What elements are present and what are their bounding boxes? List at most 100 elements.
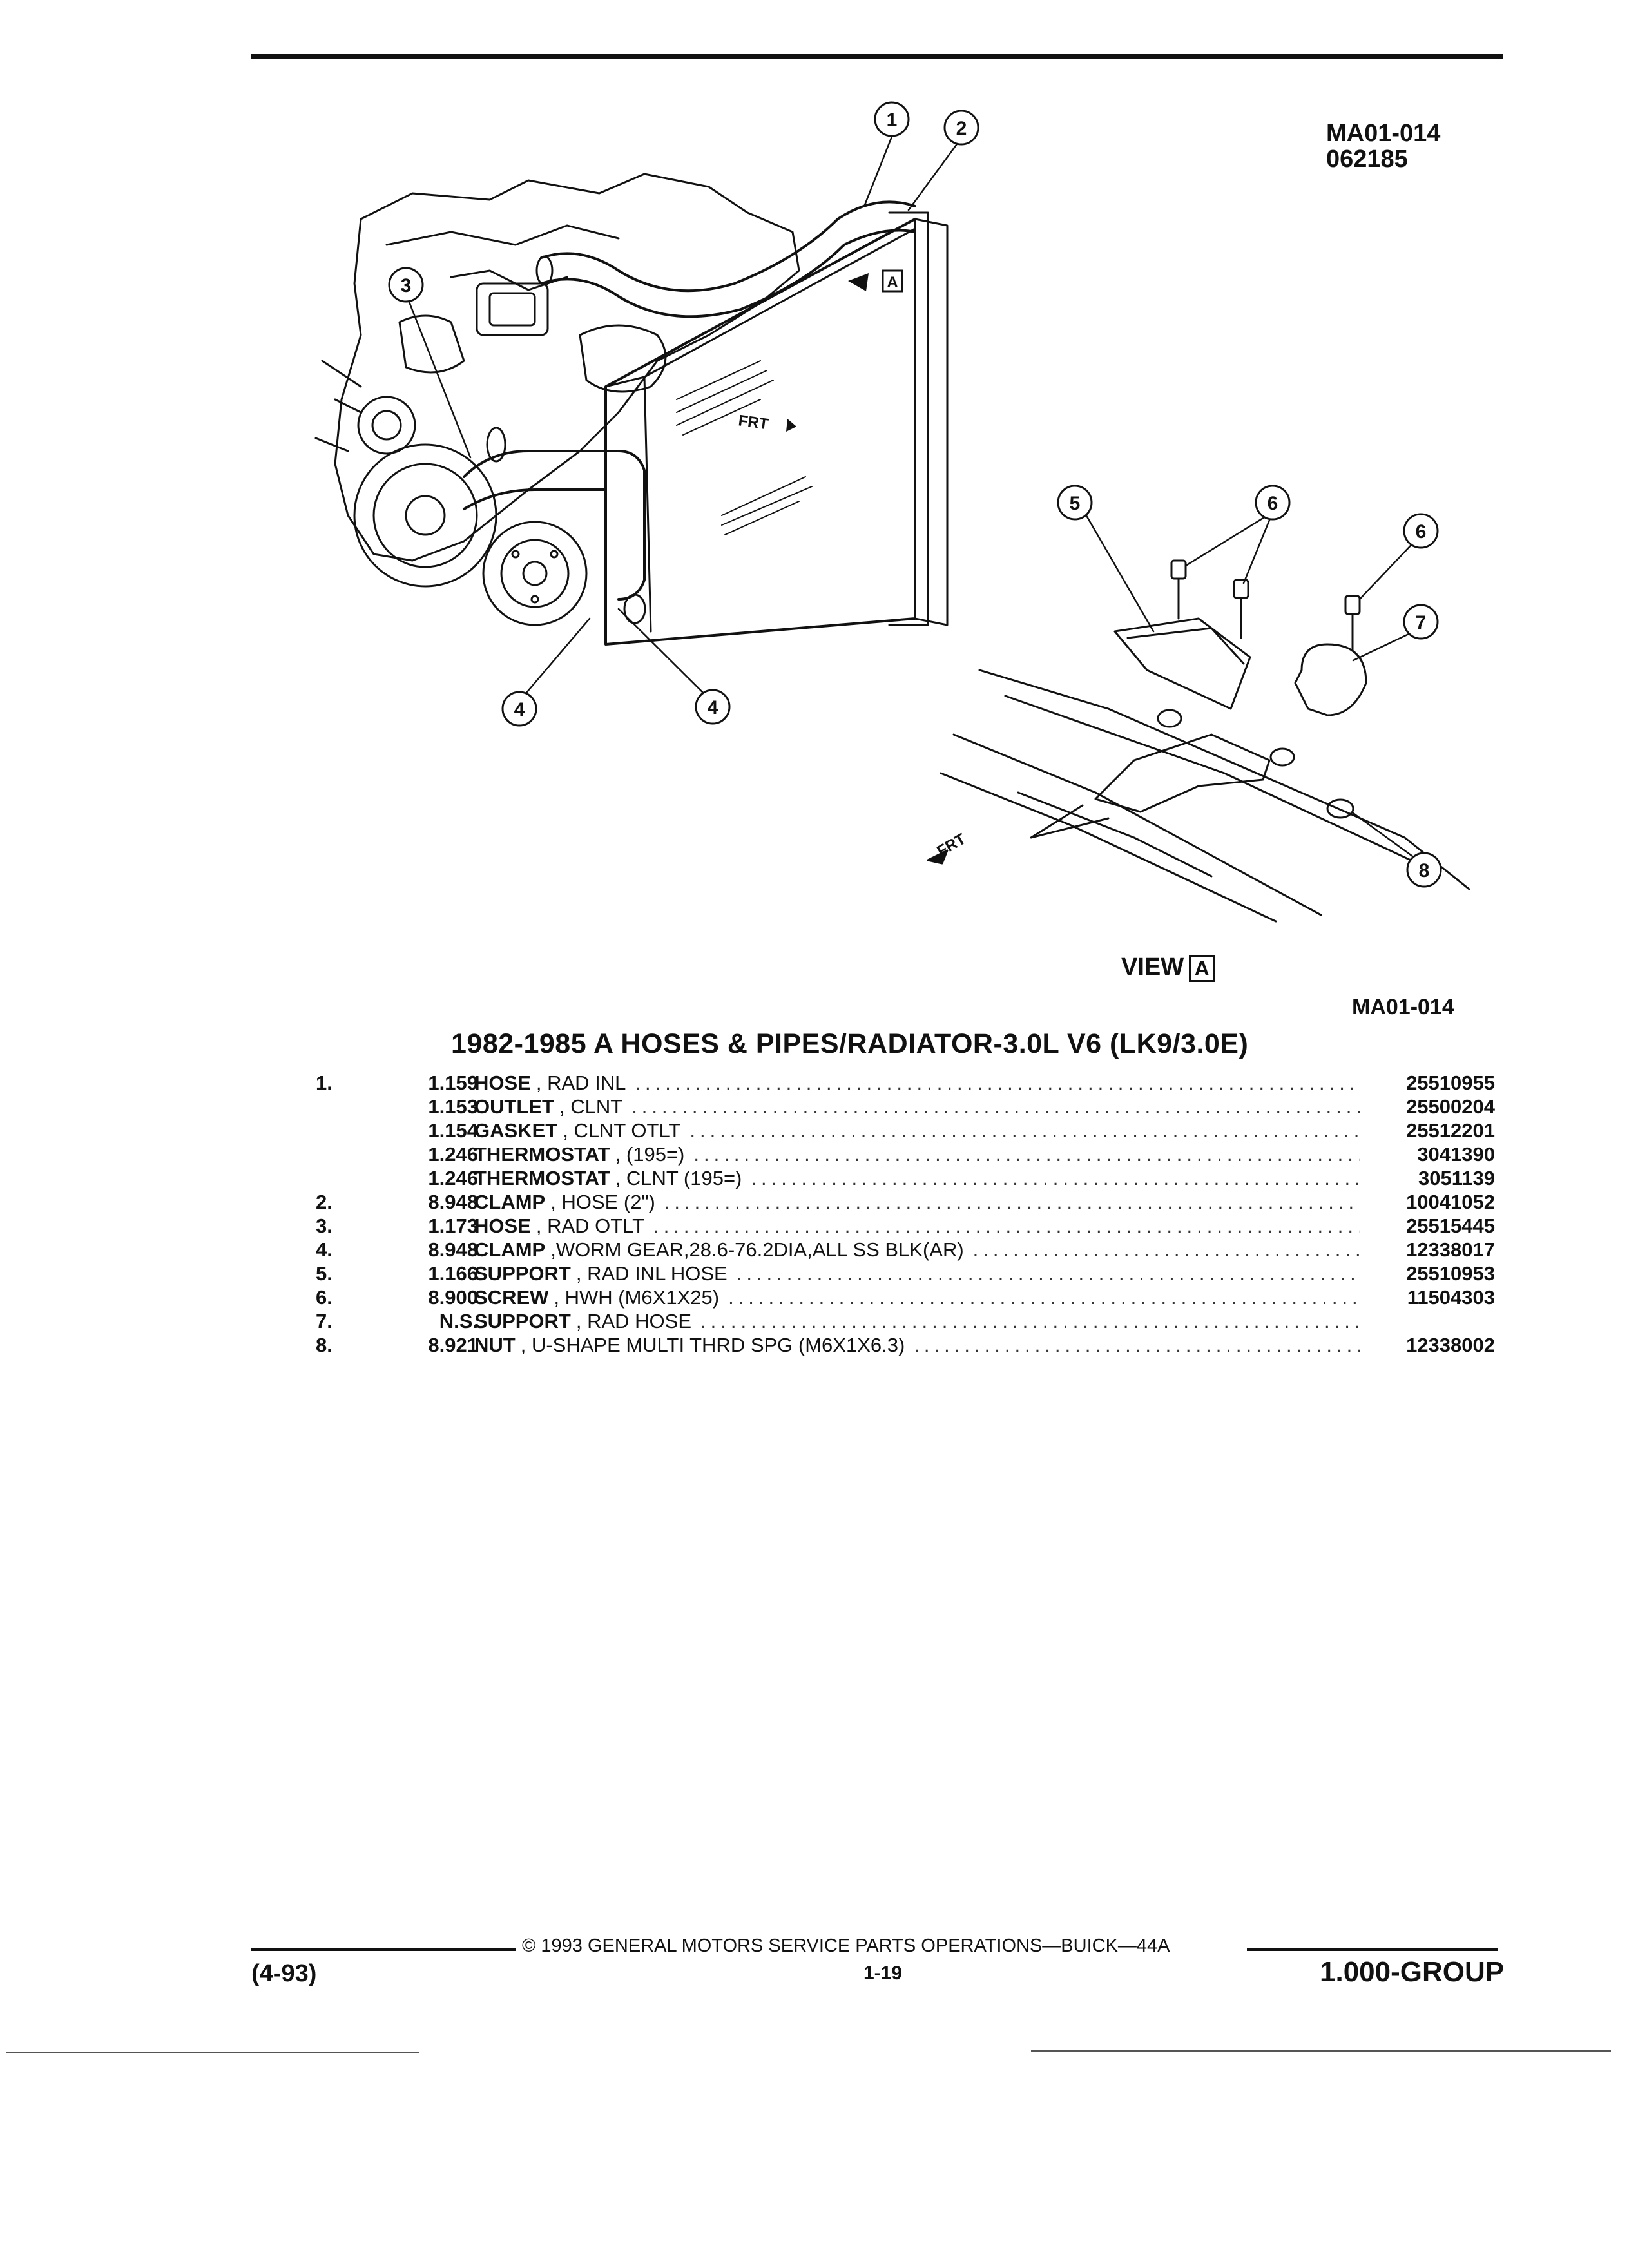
dot-leader: ........................................…: [653, 1215, 1360, 1237]
ref-number: 6.: [316, 1286, 333, 1309]
part-detail: , RAD INL HOSE: [575, 1262, 728, 1285]
part-detail: , CLNT: [559, 1095, 623, 1118]
callout-circles: [388, 101, 1442, 888]
ref-number: 5.: [316, 1262, 333, 1285]
leader-lines: [405, 135, 1425, 866]
part-description: CLAMP,WORM GEAR,28.6-76.2DIA,ALL SS BLK(…: [474, 1238, 1360, 1262]
radiator-drawing: [604, 211, 949, 646]
parts-illustration: 1 2 3 4 4 5 6 6 7 8 A FRT FRT: [314, 101, 1470, 923]
part-name: CLAMP: [474, 1191, 546, 1213]
parts-list-row: 5. 1.166 SUPPORT, RAD INL HOSE..........…: [316, 1262, 1495, 1286]
callout-7: 7: [1416, 612, 1427, 633]
svg-text:A: A: [887, 274, 898, 291]
part-detail: , RAD HOSE: [575, 1310, 692, 1332]
part-name: HOSE: [474, 1215, 531, 1237]
parts-list-row: 1. 1.159 HOSE, RAD INL..................…: [316, 1071, 1495, 1095]
part-number: 25510955: [1366, 1071, 1495, 1095]
part-number: 25500204: [1366, 1095, 1495, 1119]
part-name: THERMOSTAT: [474, 1167, 610, 1189]
header-rule: [251, 54, 1503, 59]
catalog-number: 1.153: [428, 1095, 478, 1118]
catalog-number: N.S.: [439, 1310, 478, 1332]
ref-number: 3.: [316, 1215, 333, 1237]
footer-rule-right: [1247, 1948, 1498, 1951]
catalog-number: 1.173: [428, 1215, 478, 1237]
part-name: HOSE: [474, 1072, 531, 1094]
callout-1: 1: [887, 110, 898, 131]
dot-leader: ........................................…: [631, 1095, 1360, 1118]
section-title: 1982-1985 A HOSES & PIPES/RADIATOR-3.0L …: [451, 1028, 1249, 1059]
part-description: NUT, U-SHAPE MULTI THRD SPG (M6X1X6.3)..…: [474, 1333, 1360, 1358]
callout-6: 6: [1268, 493, 1278, 514]
catalog-number: 1.154: [428, 1119, 478, 1142]
part-name: OUTLET: [474, 1095, 554, 1118]
part-description: SCREW, HWH (M6X1X25)....................…: [474, 1285, 1360, 1310]
catalog-number: 1.159: [428, 1072, 478, 1094]
footer-copyright: © 1993 GENERAL MOTORS SERVICE PARTS OPER…: [522, 1936, 1170, 1956]
front-direction-label: FRT: [737, 412, 769, 433]
dot-leader: ........................................…: [664, 1191, 1360, 1213]
part-number: 25512201: [1366, 1119, 1495, 1143]
dot-leader: ........................................…: [736, 1262, 1360, 1285]
part-detail: , (195=): [615, 1143, 685, 1166]
part-detail: , HWH (M6X1X25): [554, 1286, 720, 1309]
callout-6: 6: [1416, 521, 1427, 543]
part-detail: , RAD INL: [535, 1072, 626, 1094]
part-detail: , HOSE (2"): [550, 1191, 655, 1213]
part-name: SCREW: [474, 1286, 549, 1309]
part-number: 3051139: [1366, 1166, 1495, 1191]
figure-reference-id: MA01-014: [1326, 120, 1441, 147]
parts-list-row: 8. 8.921 NUT, U-SHAPE MULTI THRD SPG (M6…: [316, 1333, 1495, 1358]
parts-list-row: 1.246 THERMOSTAT, (195=)................…: [316, 1142, 1495, 1167]
dot-leader: ........................................…: [972, 1238, 1360, 1261]
dot-leader: ........................................…: [914, 1334, 1360, 1356]
ref-number: 7.: [316, 1310, 333, 1332]
part-description: HOSE, RAD OTLT..........................…: [474, 1214, 1360, 1238]
catalog-number: 8.948: [428, 1191, 478, 1213]
part-name: CLAMP: [474, 1238, 546, 1261]
part-number: 10041052: [1366, 1190, 1495, 1215]
catalog-number: 1.246: [428, 1167, 478, 1189]
part-detail: , CLNT OTLT: [563, 1119, 681, 1142]
parts-list-row: 1.246 THERMOSTAT, CLNT (195=)...........…: [316, 1166, 1495, 1191]
callout-4: 4: [514, 699, 525, 720]
ref-number: 1.: [316, 1072, 333, 1094]
view-a-marker: A: [848, 269, 903, 293]
footer-rule-left: [251, 1948, 516, 1951]
dot-leader: ........................................…: [700, 1310, 1360, 1332]
view-label-text: VIEW: [1121, 954, 1184, 981]
part-description: HOSE, RAD INL...........................…: [474, 1071, 1360, 1095]
part-number: 25510953: [1366, 1262, 1495, 1286]
callout-8: 8: [1419, 860, 1430, 881]
part-name: GASKET: [474, 1119, 558, 1142]
ref-number: 8.: [316, 1334, 333, 1356]
dot-leader: ........................................…: [635, 1072, 1360, 1094]
parts-list-row: 1.154 GASKET, CLNT OTLT.................…: [316, 1119, 1495, 1143]
parts-list-row: 1.153 OUTLET, CLNT......................…: [316, 1095, 1495, 1119]
part-description: THERMOSTAT, CLNT (195=).................…: [474, 1166, 1360, 1191]
dot-leader: ........................................…: [693, 1143, 1360, 1166]
part-name: THERMOSTAT: [474, 1143, 610, 1166]
parts-list-row: 3. 1.173 HOSE, RAD OTLT.................…: [316, 1214, 1495, 1238]
footer-page-number: 1-19: [863, 1963, 903, 1984]
ref-number: 4.: [316, 1238, 333, 1261]
catalog-number: 1.246: [428, 1143, 478, 1166]
part-number: 11504303: [1366, 1285, 1495, 1310]
part-description: THERMOSTAT, (195=)......................…: [474, 1142, 1360, 1167]
parts-list-row: 4. 8.948 CLAMP,WORM GEAR,28.6-76.2DIA,AL…: [316, 1238, 1495, 1262]
view-letter-box: A: [1189, 954, 1215, 982]
ref-number: 2.: [316, 1191, 333, 1213]
dot-leader: ........................................…: [751, 1167, 1360, 1189]
part-number: 3041390: [1366, 1142, 1495, 1167]
parts-list-row: 6. 8.900 SCREW, HWH (M6X1X25)...........…: [316, 1285, 1495, 1310]
dot-leader: ........................................…: [689, 1119, 1360, 1142]
view-a-drawing: [927, 559, 1470, 923]
part-name: SUPPORT: [474, 1310, 571, 1332]
scan-edge-line: [1031, 2050, 1611, 2052]
part-name: SUPPORT: [474, 1262, 571, 1285]
footer-revision-date: (4-93): [251, 1960, 317, 1987]
figure-date-code: 062185: [1326, 146, 1408, 173]
part-description: OUTLET, CLNT............................…: [474, 1095, 1360, 1119]
part-detail: ,WORM GEAR,28.6-76.2DIA,ALL SS BLK(AR): [550, 1238, 964, 1261]
